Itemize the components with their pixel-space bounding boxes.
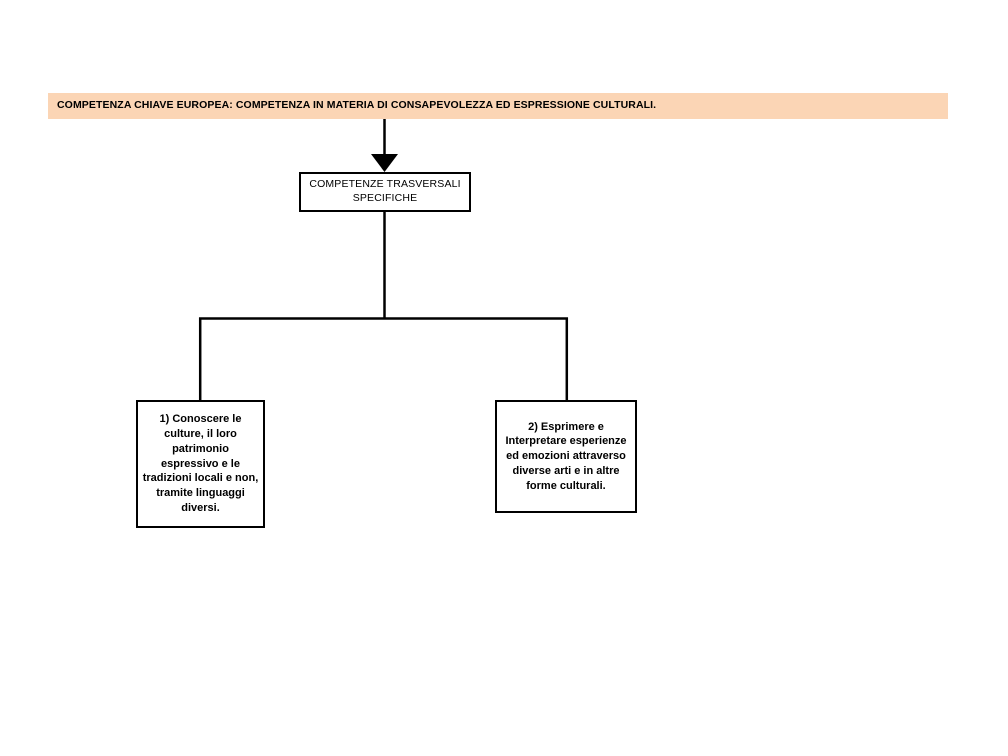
node-conoscere-le-culture-label: 1) Conoscere le culture, il loro patrimo… [142, 413, 259, 514]
node-competenze-trasversali-specifiche: COMPETENZE TRASVERSALI SPECIFICHE [299, 172, 471, 212]
node-competenze-trasversali-specifiche-label: COMPETENZE TRASVERSALI SPECIFICHE [309, 178, 461, 204]
node-esprimere-e-interpretare: 2) Esprimere e Interpretare esperienze e… [495, 400, 637, 513]
banner-label: COMPETENZA CHIAVE EUROPEA: COMPETENZA IN… [57, 99, 657, 112]
competenza-chiave-europea-banner: COMPETENZA CHIAVE EUROPEA: COMPETENZA IN… [48, 93, 948, 119]
node-conoscere-le-culture: 1) Conoscere le culture, il loro patrimo… [136, 400, 265, 528]
connector-banner-to-trasversali [371, 119, 398, 172]
node-esprimere-e-interpretare-label: 2) Esprimere e Interpretare esperienze e… [505, 420, 627, 492]
